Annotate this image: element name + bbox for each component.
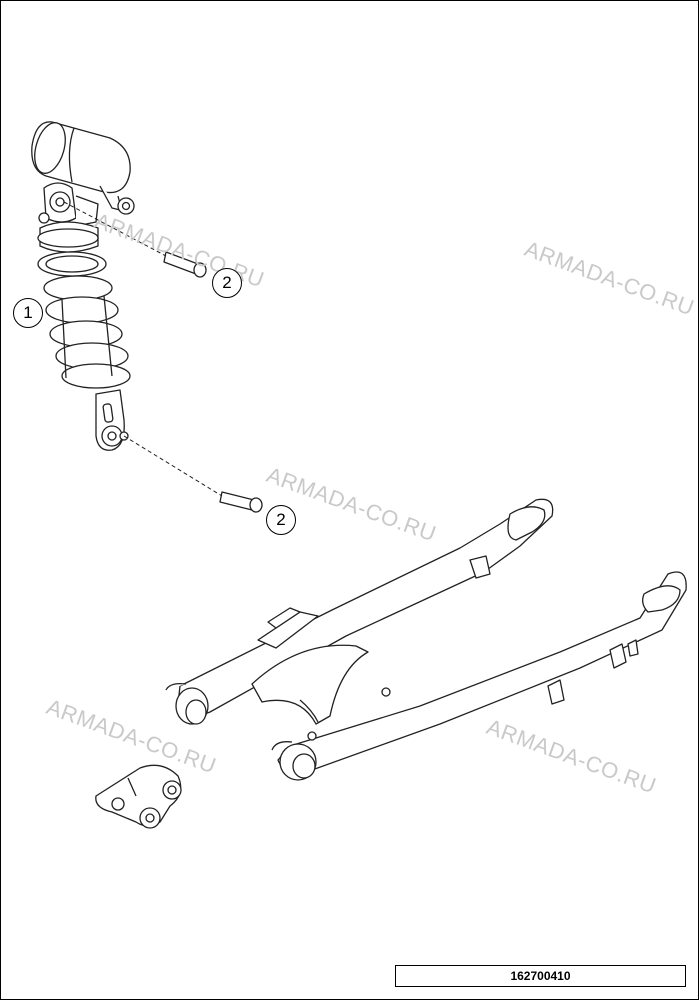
callout-2-upper: 2 <box>212 268 242 298</box>
shock-spring <box>37 251 131 389</box>
figure-id-label: 162700410 <box>395 965 686 987</box>
callout-1: 1 <box>13 298 43 328</box>
lower-mount-bolt <box>219 491 263 513</box>
linkage-rocker <box>95 764 182 829</box>
shock-reservoir <box>31 121 135 215</box>
shock-upper-mount <box>38 182 99 227</box>
swingarm <box>165 498 687 781</box>
shock-lower-clevis <box>95 389 129 451</box>
shock-body-collar <box>37 221 99 253</box>
callout-2-lower: 2 <box>266 505 296 535</box>
upper-mount-bolt <box>163 251 207 278</box>
